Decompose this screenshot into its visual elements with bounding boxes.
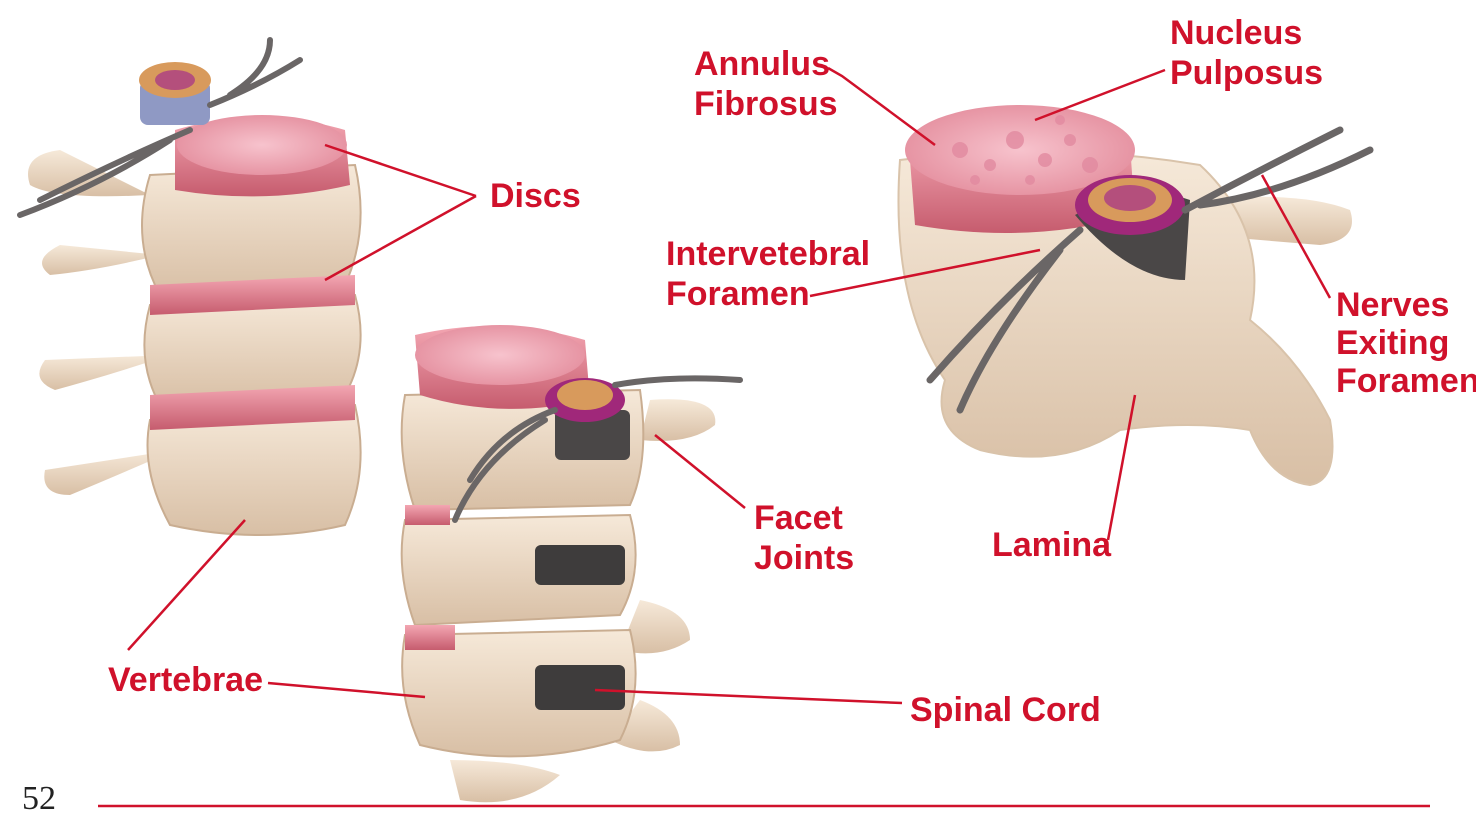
label-vertebrae: Vertebrae <box>108 662 263 698</box>
label-nucleus-pulposus: Nucleus Pulposus <box>1170 15 1323 91</box>
nucleus-leader <box>1035 70 1165 120</box>
label-annulus-line1: Annulus <box>694 46 838 82</box>
label-nerves-exiting-foramen: Nerves Exiting Foramen <box>1336 287 1476 399</box>
label-annulus-line2: Fibrosus <box>694 86 838 122</box>
right-vertebra <box>898 105 1370 485</box>
label-foramen-line2: Foramen <box>666 276 870 312</box>
label-spinal-cord: Spinal Cord <box>910 692 1101 728</box>
label-nucleus-line1: Nucleus <box>1170 15 1323 51</box>
label-annulus-fibrosus: Annulus Fibrosus <box>694 46 838 122</box>
middle-spine-segment <box>402 325 740 802</box>
label-nerves-line2: Exiting <box>1336 325 1476 361</box>
label-foramen-line1: Intervetebral <box>666 236 870 272</box>
label-lamina: Lamina <box>992 527 1111 563</box>
annulus-leader <box>828 68 935 145</box>
label-intervertebral-foramen: Intervetebral Foramen <box>666 236 870 312</box>
left-spine-segment <box>20 40 361 535</box>
vertebrae-leader-lower <box>268 683 425 697</box>
label-facet-joints: Facet Joints <box>754 500 854 576</box>
label-nerves-line1: Nerves <box>1336 287 1476 323</box>
facet-leader <box>655 435 745 508</box>
label-nerves-line3: Foramen <box>1336 363 1476 399</box>
label-facet-line1: Facet <box>754 500 854 536</box>
label-nucleus-line2: Pulposus <box>1170 55 1323 91</box>
label-facet-line2: Joints <box>754 540 854 576</box>
label-discs: Discs <box>490 178 581 214</box>
vertebrae-leader-upper <box>128 520 245 650</box>
page-number: 52 <box>22 780 56 818</box>
